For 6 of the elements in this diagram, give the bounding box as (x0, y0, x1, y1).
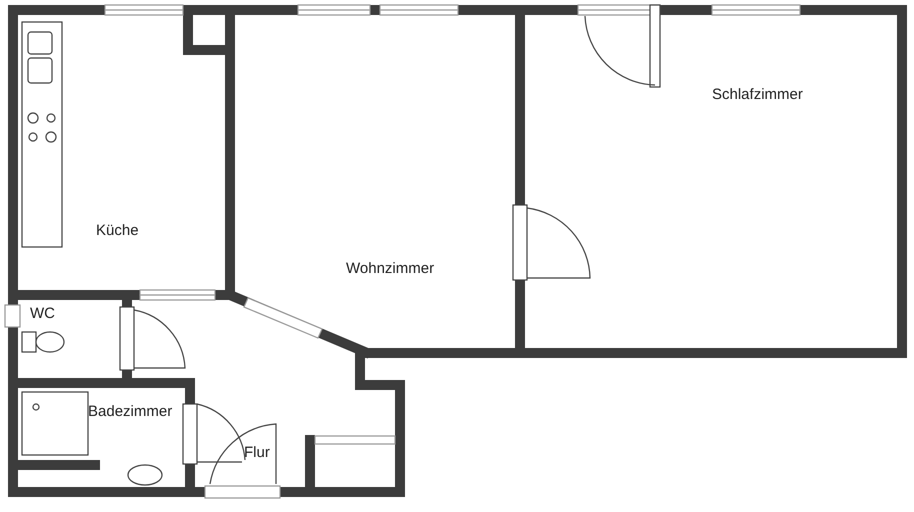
room-label: Badezimmer (88, 403, 172, 421)
room-label: Küche (96, 222, 139, 240)
room-label: Flur (244, 444, 270, 462)
room-label: Wohnzimmer (346, 260, 434, 278)
room-label: Schlafzimmer (712, 86, 803, 104)
room-label: WC (30, 305, 55, 323)
